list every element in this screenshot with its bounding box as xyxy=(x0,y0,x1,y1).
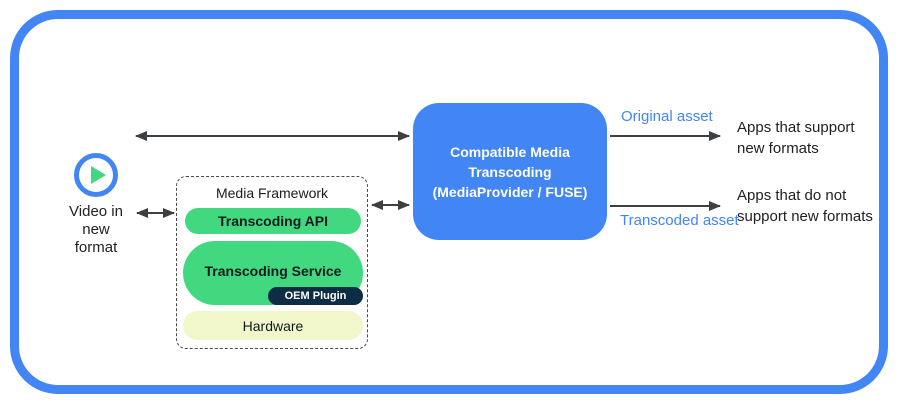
apps-no-support-label: Apps that do not support new formats xyxy=(737,185,873,227)
video-source-label-line1: Video in xyxy=(69,203,123,220)
diagram-border-frame xyxy=(10,10,888,394)
apps-support-label: Apps that support new formats xyxy=(737,117,855,159)
oem-plugin-label: OEM Plugin xyxy=(284,290,347,302)
transcoding-api-pill: Transcoding API xyxy=(185,208,361,234)
apps-support-line1: Apps that support xyxy=(737,119,855,136)
original-asset-label: Original asset xyxy=(621,108,713,125)
transcoding-box-line3: (MediaProvider / FUSE) xyxy=(432,183,588,200)
hardware-label: Hardware xyxy=(242,317,304,334)
video-source-label: Video in new format xyxy=(36,203,156,257)
media-framework-box: Media Framework Transcoding API Transcod… xyxy=(176,176,368,349)
apps-support-line2: new formats xyxy=(737,140,819,157)
video-source-label-line2: new xyxy=(82,221,110,238)
video-source-label-line3: format xyxy=(74,239,118,256)
transcoding-service-pill: Transcoding Service OEM Plugin xyxy=(183,241,363,305)
transcoding-api-label: Transcoding API xyxy=(218,213,328,229)
play-triangle-glyph xyxy=(90,166,106,184)
transcoding-service-label: Transcoding Service xyxy=(204,263,342,279)
compatible-media-transcoding-box: Compatible Media Transcoding (MediaProvi… xyxy=(413,103,607,240)
hardware-pill: Hardware xyxy=(183,311,363,340)
play-icon xyxy=(74,153,118,197)
apps-no-support-line2: support new formats xyxy=(737,208,873,225)
transcoded-asset-label: Transcoded asset xyxy=(620,212,739,229)
transcoding-box-line1: Compatible Media xyxy=(450,143,570,160)
transcoding-box-line2: Transcoding xyxy=(468,163,552,180)
apps-no-support-line1: Apps that do not xyxy=(737,187,847,204)
media-framework-title: Media Framework xyxy=(215,185,329,201)
oem-plugin-pill: OEM Plugin xyxy=(268,287,363,305)
